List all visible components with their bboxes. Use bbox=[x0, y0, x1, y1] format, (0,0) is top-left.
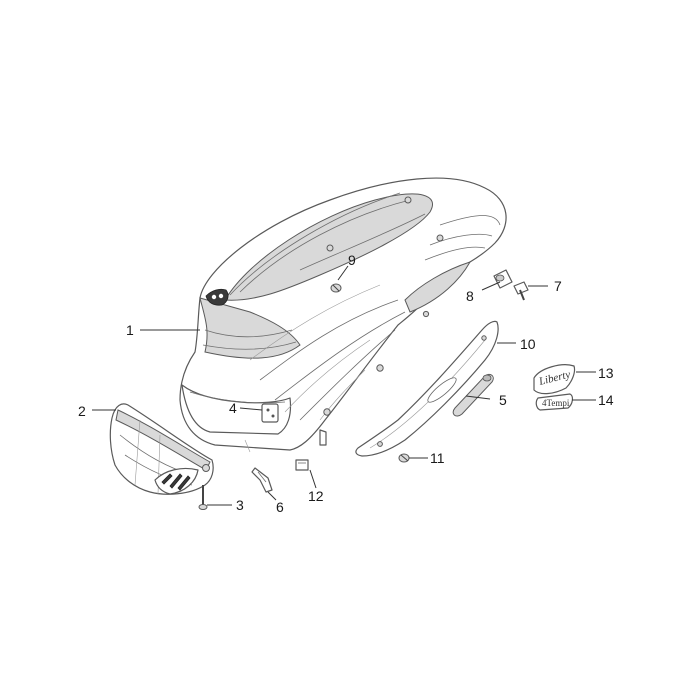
callout-1: 1 bbox=[126, 322, 134, 338]
callout-13: 13 bbox=[598, 365, 614, 381]
bolt-part-7 bbox=[513, 281, 529, 301]
callout-12: 12 bbox=[308, 488, 324, 504]
callout-labels: 1 2 3 4 5 6 7 8 9 10 11 12 13 14 bbox=[78, 252, 614, 515]
clip-nut-part-12 bbox=[295, 459, 309, 471]
callout-2: 2 bbox=[78, 403, 86, 419]
callout-9: 9 bbox=[348, 252, 356, 268]
clip-part-6 bbox=[251, 467, 273, 493]
callout-11: 11 bbox=[430, 450, 445, 466]
rubber-pad-part bbox=[452, 373, 494, 417]
screw-part-11 bbox=[398, 453, 410, 463]
callout-6: 6 bbox=[276, 499, 284, 515]
callout-8: 8 bbox=[466, 288, 474, 304]
leader-lines bbox=[92, 265, 596, 506]
side-plate-part bbox=[355, 320, 499, 457]
spacer-part-8 bbox=[493, 269, 513, 289]
callout-14: 14 bbox=[598, 392, 614, 408]
screw-part-3 bbox=[198, 485, 208, 510]
lower-front-cover-part bbox=[109, 403, 214, 495]
body-cover-part bbox=[179, 177, 507, 453]
callout-5: 5 bbox=[499, 392, 507, 408]
callout-10: 10 bbox=[520, 336, 536, 352]
callout-7: 7 bbox=[554, 278, 562, 294]
liberty-emblem: Liberty bbox=[533, 364, 576, 395]
callout-3: 3 bbox=[236, 497, 244, 513]
model-badge: 4Tempi bbox=[535, 393, 574, 411]
screw-part-9 bbox=[330, 283, 342, 293]
model-badge-text: 4Tempi bbox=[542, 398, 570, 408]
callout-4: 4 bbox=[229, 400, 237, 416]
